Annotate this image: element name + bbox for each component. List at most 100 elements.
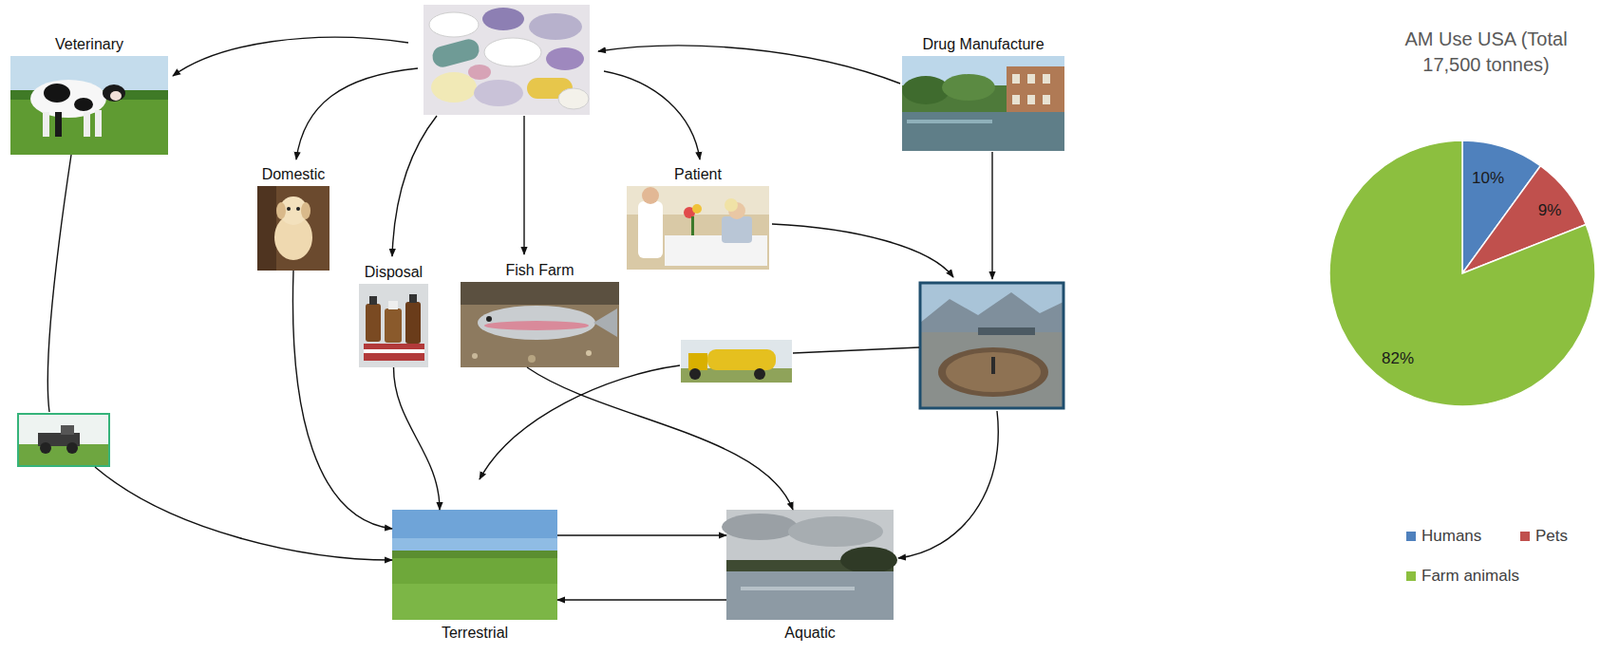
photo-frame bbox=[257, 186, 330, 271]
pills-photo-part bbox=[528, 13, 583, 40]
field-photo-part bbox=[392, 509, 558, 621]
fish-photo-part bbox=[486, 316, 492, 322]
disposal-photo-part bbox=[358, 283, 429, 368]
photo-node: Patient bbox=[626, 165, 770, 270]
patient-photo-part bbox=[626, 186, 770, 270]
field-photo-part bbox=[392, 583, 558, 621]
disposal-photo-part bbox=[365, 303, 381, 342]
puppy-photo-part bbox=[276, 202, 286, 220]
puppy-photo bbox=[257, 186, 330, 271]
cow-photo-part bbox=[74, 97, 94, 112]
field-photo-part bbox=[392, 509, 558, 539]
disposal-photo-part bbox=[388, 301, 398, 310]
pills-photo-part bbox=[484, 37, 542, 67]
legend-swatch bbox=[1520, 531, 1530, 542]
flow-connector bbox=[394, 367, 441, 510]
cow-photo-part bbox=[43, 83, 71, 103]
node-label: Veterinary bbox=[55, 35, 124, 54]
patient-photo-part bbox=[638, 201, 663, 259]
node-label: Patient bbox=[674, 165, 722, 184]
cow-photo-part bbox=[83, 112, 91, 137]
puppy-photo-part bbox=[257, 186, 330, 271]
flow-arrow-part bbox=[898, 411, 998, 559]
puppy-photo-part bbox=[301, 202, 311, 220]
flow-arrow-part bbox=[991, 151, 993, 280]
photo-node: Aquatic bbox=[726, 509, 894, 642]
disposal-photo-part bbox=[409, 294, 417, 303]
tanker-photo bbox=[680, 339, 792, 383]
sewage-plant-photo-part bbox=[938, 347, 1049, 397]
factory-river-photo-part bbox=[902, 112, 1065, 151]
patient-photo-part bbox=[724, 198, 738, 212]
cow-photo-part bbox=[55, 112, 62, 137]
lake-photo-part bbox=[726, 571, 894, 621]
factory-river-photo bbox=[902, 56, 1065, 151]
factory-river-photo-part bbox=[941, 74, 996, 101]
percent-label: 10% bbox=[1471, 169, 1505, 189]
photo-node: Drug Manufacture bbox=[902, 35, 1065, 151]
legend-swatch bbox=[1406, 531, 1416, 542]
factory-river-photo-part bbox=[1027, 94, 1036, 105]
pills-photo-part bbox=[429, 12, 479, 38]
legend-text: Farm animals bbox=[1421, 566, 1520, 586]
pills-photo-part bbox=[423, 4, 590, 115]
pills-photo-part bbox=[473, 79, 524, 107]
flow-arrow-part bbox=[392, 115, 437, 257]
photo-frame bbox=[358, 283, 429, 368]
photo-node: Domestic bbox=[257, 165, 330, 271]
legend-item: Humans bbox=[1406, 527, 1482, 546]
flow-arrow-part bbox=[523, 115, 525, 255]
lake-photo-part bbox=[721, 513, 798, 541]
fish-photo-part bbox=[527, 355, 536, 363]
factory-river-photo-part bbox=[1012, 74, 1020, 84]
photo-frame bbox=[392, 509, 558, 621]
tanker-photo-part bbox=[707, 349, 776, 371]
legend-swatch bbox=[1406, 571, 1416, 582]
fish-photo-part bbox=[484, 320, 589, 331]
factory-river-photo-part bbox=[1042, 94, 1051, 105]
sewage-plant-photo-part bbox=[920, 332, 1064, 409]
legend-text: Pets bbox=[1535, 527, 1568, 546]
photo-frame bbox=[726, 509, 894, 621]
node-label: Aquatic bbox=[784, 623, 835, 642]
factory-river-photo-part bbox=[906, 119, 993, 124]
flow-arrow-part bbox=[296, 68, 418, 160]
tractor-photo-part bbox=[18, 414, 110, 467]
cow-photo-part bbox=[42, 112, 50, 137]
patient-photo-part bbox=[641, 187, 659, 205]
sewage-plant-photo-part bbox=[920, 282, 1064, 409]
cow-photo-part bbox=[102, 84, 126, 102]
photo-frame bbox=[460, 282, 620, 368]
factory-river-photo-part bbox=[1042, 74, 1051, 84]
lake-photo-part bbox=[740, 586, 855, 591]
field-photo-part bbox=[392, 555, 558, 621]
node-label: Disposal bbox=[364, 263, 423, 282]
pills-photo bbox=[423, 4, 590, 115]
patient-photo bbox=[626, 186, 770, 270]
fish-photo-part bbox=[585, 350, 592, 357]
photo-node: Veterinary bbox=[10, 35, 169, 155]
fish-photo-part bbox=[471, 353, 478, 359]
tractor-photo-part bbox=[66, 442, 78, 454]
disposal-photo-part bbox=[405, 301, 421, 344]
pills-photo-part bbox=[545, 47, 584, 71]
legend-text: Humans bbox=[1421, 527, 1482, 546]
tanker-photo-part bbox=[753, 368, 766, 380]
cow-photo bbox=[10, 56, 169, 155]
factory-river-photo-part bbox=[902, 75, 950, 105]
photo-node: Terrestrial bbox=[392, 509, 558, 642]
photo-node: Disposal bbox=[358, 263, 429, 368]
photo-frame bbox=[10, 56, 169, 155]
puppy-photo-part bbox=[286, 207, 291, 211]
lake-photo bbox=[721, 509, 898, 621]
pills-photo-part bbox=[468, 64, 491, 80]
legend-item: Farm animals bbox=[1406, 566, 1520, 586]
pills-photo-part bbox=[430, 37, 482, 70]
fish-photo bbox=[460, 282, 620, 368]
percent-label: 82% bbox=[1381, 349, 1414, 369]
tractor-photo bbox=[18, 414, 110, 467]
puppy-photo-part bbox=[257, 186, 277, 271]
photo-node: Fish Farm bbox=[460, 261, 620, 368]
